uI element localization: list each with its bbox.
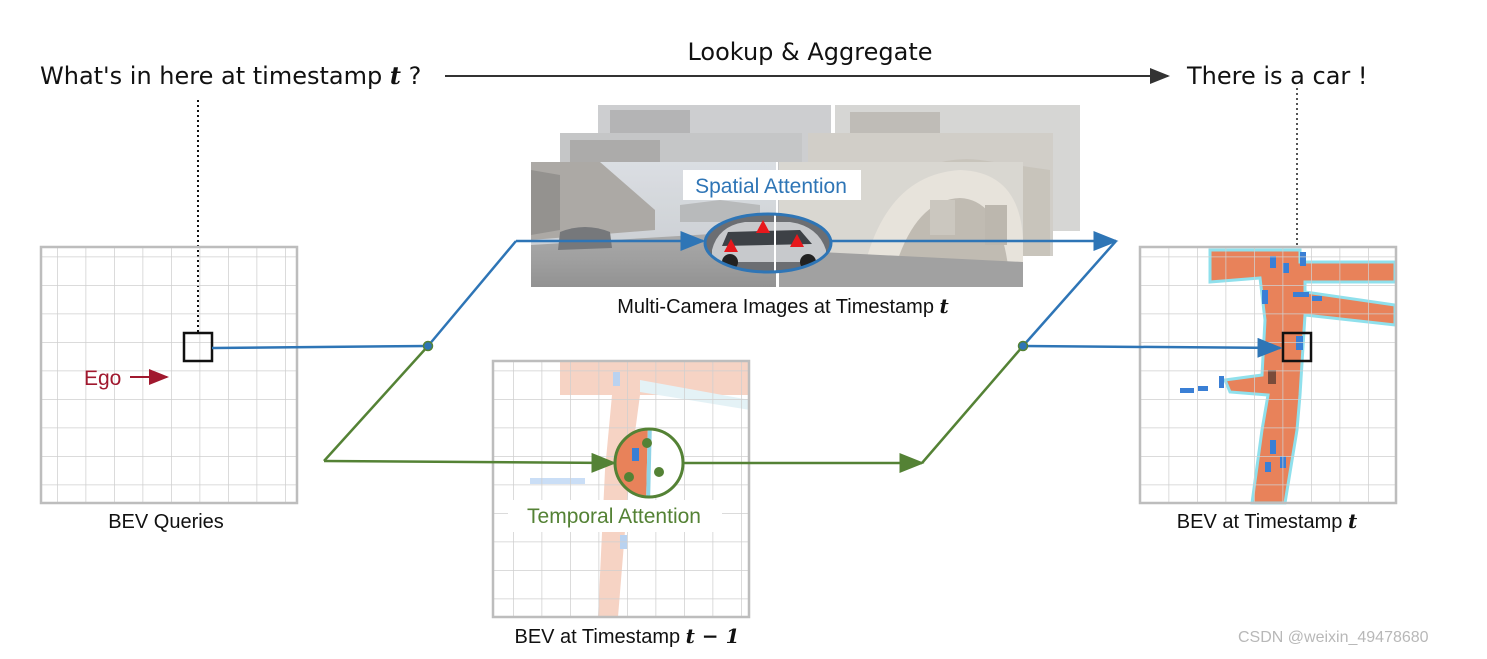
bev-queries-grid: Ego [39, 245, 299, 505]
output-junction-dot [1017, 340, 1029, 352]
answer-text: There is a car ! [1186, 62, 1368, 90]
sampling-point-marker [624, 472, 634, 482]
multi-camera-caption: Multi-Camera Images at Timestamp t [617, 294, 949, 318]
bev-curr-caption: BEV at Timestamp t [1177, 509, 1358, 533]
sampling-point-marker [790, 234, 804, 247]
lookup-aggregate-label: Lookup & Aggregate [687, 38, 932, 66]
bev-current-grid [1138, 245, 1398, 505]
watermark: CSDN @weixin_49478680 [1238, 629, 1429, 646]
temporal-flow [323, 345, 1024, 473]
temporal-attention-label-box [508, 500, 722, 532]
input-junction-dot [422, 340, 434, 352]
spatial-flow [211, 231, 1283, 358]
spatial-attention-label-box [683, 170, 861, 200]
query-to-junction-line [211, 344, 429, 350]
output-query-cell [1281, 331, 1313, 363]
bev-prev-caption: BEV at Timestamp t − 1 [514, 624, 739, 648]
spatial-attention-label: Spatial Attention [695, 175, 847, 198]
sampling-point-marker [724, 239, 738, 252]
bev-queries-caption: BEV Queries [108, 511, 224, 533]
question-text: What's in here at timestamp t ? [40, 61, 421, 90]
sampling-point-marker [756, 220, 770, 233]
bev-prev-grid [491, 359, 751, 619]
sampling-point-marker [642, 438, 652, 448]
ego-label: Ego [84, 367, 121, 390]
temporal-attention-label: Temporal Attention [527, 505, 701, 528]
sampling-point-marker [654, 467, 664, 477]
spatial-attention-focus [703, 212, 833, 274]
